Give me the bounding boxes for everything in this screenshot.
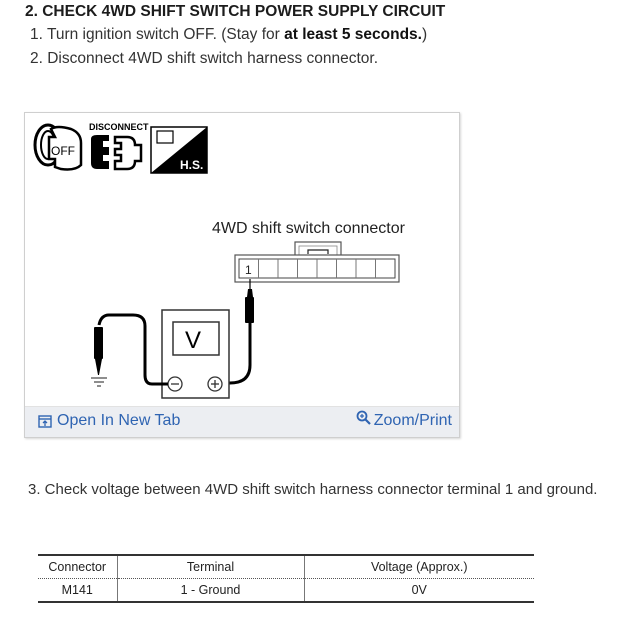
step-3: 3. Check voltage between 4WD shift switc…: [28, 481, 598, 498]
diagram-figure: OFF DISCONNECT H.S.: [24, 112, 460, 438]
table-header-row: Connector Terminal Voltage (Approx.): [38, 555, 534, 579]
harness-side-icon: H.S.: [150, 126, 208, 174]
header-terminal: Terminal: [116, 555, 304, 579]
zoom-magnifier-icon: [356, 410, 371, 425]
open-in-new-tab-label: Open In New Tab: [57, 412, 181, 429]
figure-footer: Open In New Tab Zoom/Print: [25, 406, 459, 437]
disconnect-label: DISCONNECT: [89, 122, 149, 132]
step-2: 2. Disconnect 4WD shift switch harness c…: [30, 50, 379, 67]
terminal-1-label: 1: [245, 263, 252, 277]
zoom-print-link[interactable]: Zoom/Print: [356, 410, 452, 430]
positive-probe: [222, 279, 254, 385]
ground-symbol-icon: [91, 377, 107, 387]
harness-side-label: H.S.: [180, 158, 203, 172]
header-connector: Connector: [48, 560, 107, 574]
section-title: 2. CHECK 4WD SHIFT SWITCH POWER SUPPLY C…: [25, 3, 446, 20]
shift-switch-connector: 1: [234, 241, 400, 283]
open-new-tab-icon: [38, 414, 52, 428]
cell-terminal: 1 - Ground: [116, 578, 304, 602]
connector-label: 4WD shift switch connector: [212, 220, 405, 237]
step-1-suffix: ): [421, 26, 428, 43]
wiring-diagram: OFF DISCONNECT H.S.: [33, 122, 400, 399]
ignition-off-label: OFF: [51, 144, 75, 158]
ignition-off-icon: OFF: [33, 123, 83, 171]
negative-probe: [94, 313, 168, 386]
open-in-new-tab-link[interactable]: Open In New Tab: [38, 412, 180, 430]
table-row: M141 1 - Ground 0V: [38, 578, 534, 602]
disconnect-icon: DISCONNECT: [89, 122, 149, 171]
voltage-spec-table: Connector Terminal Voltage (Approx.) M14…: [38, 554, 534, 603]
voltmeter: V: [161, 309, 230, 399]
cell-voltage: 0V: [303, 578, 534, 602]
step-1: 1. Turn ignition switch OFF. (Stay for a…: [30, 26, 427, 44]
step-1-text: 1. Turn ignition switch OFF. (Stay for: [30, 26, 285, 43]
header-voltage: Voltage (Approx.): [303, 555, 534, 579]
voltmeter-symbol: V: [185, 327, 201, 354]
step-1-emphasis: at least 5 seconds.: [284, 26, 422, 43]
cell-connector: M141: [61, 583, 93, 597]
zoom-print-label: Zoom/Print: [373, 412, 452, 429]
